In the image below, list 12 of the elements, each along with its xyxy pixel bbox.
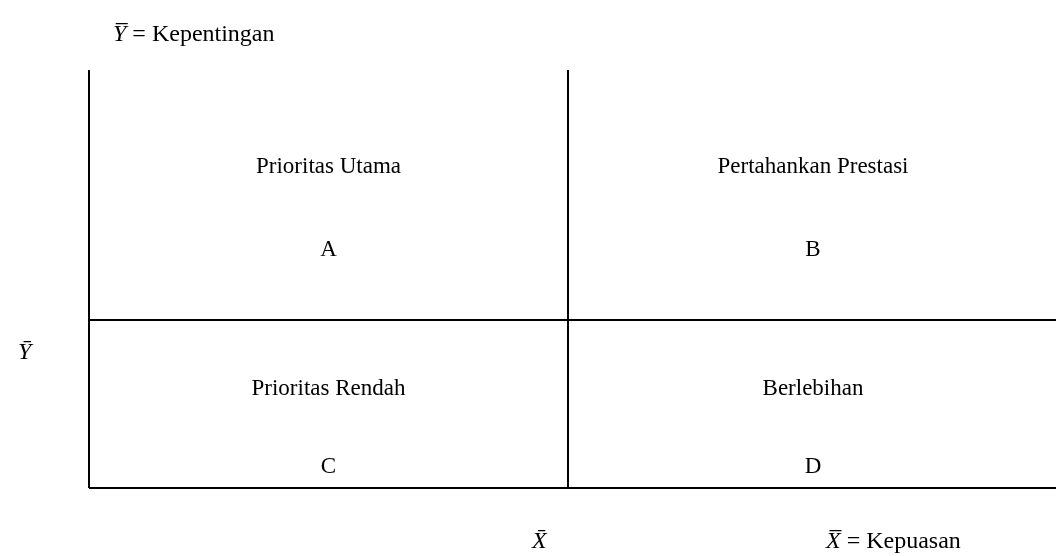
quadrant-letter: A xyxy=(319,235,338,263)
axis-label: Y̅ = Kepentingan xyxy=(113,19,275,48)
quadrant-letter: D xyxy=(803,452,823,480)
axis-label: X̅ = Kepuasan xyxy=(826,526,961,555)
quadrant-title: Prioritas Utama xyxy=(255,152,402,180)
quadrant-title: Berlebihan xyxy=(761,374,865,402)
axis-mean-label: Ȳ xyxy=(18,337,32,366)
quadrant-title: Pertahankan Prestasi xyxy=(716,152,910,180)
quadrant-letter: B xyxy=(804,235,822,263)
axis-mean-label: X̄ xyxy=(532,526,547,555)
quadrant-title: Prioritas Rendah xyxy=(250,374,407,402)
quadrant-letter: C xyxy=(319,452,338,480)
